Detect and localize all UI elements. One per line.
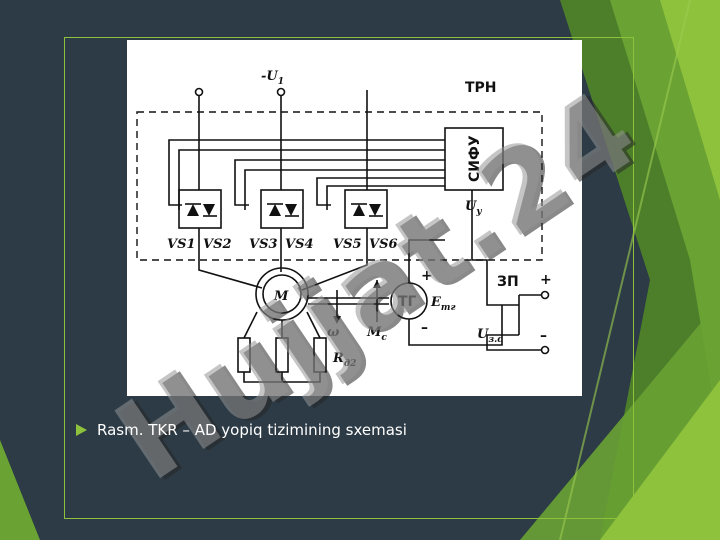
thyristor-label-3: VS3 [249, 237, 278, 252]
thyristor-label-5: VS5 [333, 237, 362, 252]
regulator-label: ТРН [465, 80, 497, 96]
tacho-minus-label: – [421, 320, 428, 336]
setpoint-plus-label: + [540, 272, 552, 288]
bullet-arrow-icon [76, 424, 87, 436]
tacho-plus-label: + [421, 268, 433, 284]
setpoint-voltage-label: Uз.с [477, 327, 503, 345]
setpoint-block-label: ЗП [497, 274, 519, 290]
resistor-label: Rд2 [332, 351, 356, 369]
control-unit-label: СИФУ [467, 135, 483, 182]
content-frame [64, 37, 634, 519]
supply-voltage-label: -U1 [261, 69, 284, 87]
thyristor-label-4: VS4 [285, 237, 314, 252]
thyristor-group-3 [344, 189, 388, 229]
tacho-emf-label: Eтг [430, 295, 456, 313]
speed-label: ω [327, 325, 340, 340]
thyristor-label-6: VS6 [369, 237, 398, 252]
setpoint-minus-label: – [540, 328, 547, 344]
thyristor-group-2 [260, 189, 304, 229]
caption-row: Rasm. TKR – AD yopiq tizimining sxemasi [76, 418, 407, 442]
thyristor-label-2: VS2 [203, 237, 232, 252]
thyristor-group-1 [178, 189, 222, 229]
motor-label: M [273, 289, 289, 304]
thyristor-label-1: VS1 [167, 237, 196, 252]
figure-caption: Rasm. TKR – AD yopiq tizimining sxemasi [97, 421, 407, 439]
circuit-diagram: -U1 ТРН СИФУ Uу VS1 VS2 VS3 VS4 VS5 VS6 … [127, 40, 582, 396]
tachogen-label: ТГ [398, 294, 417, 310]
control-voltage-label: Uу [465, 199, 482, 217]
load-torque-label: Mc [366, 325, 387, 343]
